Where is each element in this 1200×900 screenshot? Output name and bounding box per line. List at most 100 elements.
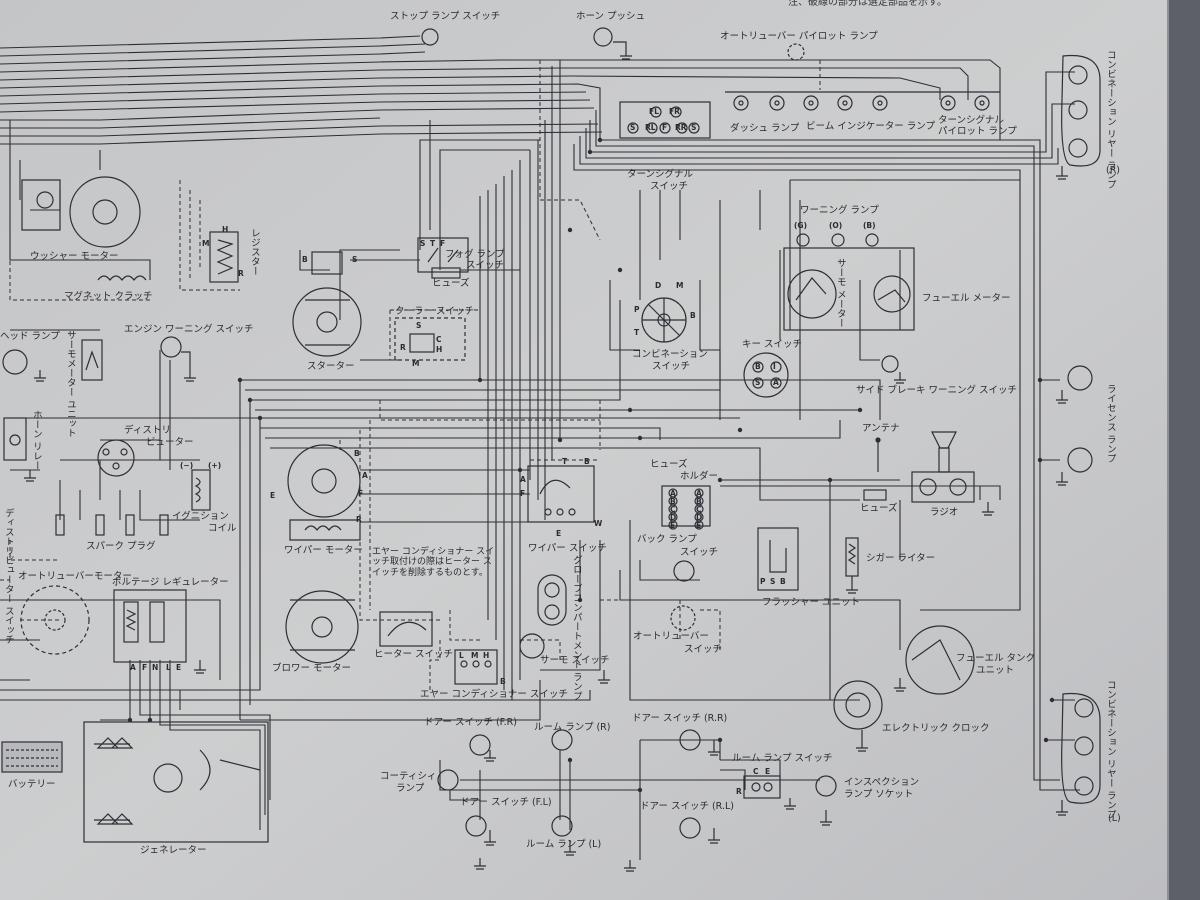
pin-ac-h: H (483, 651, 490, 660)
junction-dots (127, 137, 1055, 793)
pin-resistor-m: M (202, 239, 210, 248)
thermo-meter-unit-symbol (81, 339, 103, 381)
radio-symbol (911, 471, 975, 503)
label-wiper-motor: ワイパー モーター (284, 545, 363, 556)
horn-push-symbol (593, 27, 613, 47)
license-lamp-upper (1067, 365, 1093, 391)
pin-wiper-sw-b: B (584, 457, 590, 466)
thermo-switch-symbol (519, 633, 545, 659)
label-thermo-meter-unit: サーモメーター ユニット (64, 330, 76, 438)
pin-combination-p: P (634, 305, 640, 314)
inspection-socket-symbol (815, 775, 837, 797)
label-cooler-switch: クーラー スイッチ (395, 306, 475, 317)
battery-symbol (1, 741, 63, 773)
label-thermo-switch: サーモ スイッチ (540, 655, 610, 666)
pin-wiper-sw-e: E (556, 529, 562, 538)
distributor-symbol (97, 439, 135, 477)
optional-dashed-lines (0, 59, 821, 690)
pin-flasher-s: S (770, 577, 776, 586)
label-distributor-1: ディストリ (124, 425, 171, 436)
label-head-lamp: ヘッド ランプ (0, 331, 60, 342)
label-distributor-2: ビューター (146, 437, 194, 448)
label-spark-plug: スパーク プラグ (86, 541, 156, 552)
pin-reg-n: N (152, 663, 159, 672)
label-ignition-coil-2: コイル (208, 523, 237, 534)
label-fog-lamp-switch-2: スイッチ (466, 260, 505, 271)
pin-ac-b: B (500, 677, 506, 686)
pin-cooler-m: M (412, 359, 420, 368)
pin-ts-s2: S (691, 123, 697, 132)
generator-box (83, 721, 269, 843)
label-auto-louver-pilot-lamp: オートリューバー パイロット ランプ (720, 31, 878, 42)
pin-wmotor-b: B (354, 449, 360, 458)
pin-resistor-r: R (238, 269, 244, 278)
label-distributor-switch: ディストリビューター スイッチ (2, 508, 14, 645)
label-combination-rear-lamp-l-1: コンビネーション リヤー ランプ (1104, 680, 1116, 820)
label-door-switch-fr: ドアー スイッチ (F.R) (424, 717, 517, 728)
side-brake-switch-symbol (881, 355, 899, 373)
label-dash-lamp: ダッシュ ランプ (730, 123, 800, 134)
pin-flasher-p: P (760, 577, 766, 586)
pin-room-e: E (765, 767, 771, 776)
label-fuse-holder-1: ヒューズ (650, 459, 688, 470)
pin-fuse-c2: C (696, 505, 702, 514)
pin-fuse-a2: A (696, 489, 702, 498)
label-room-lamp-switch: ルーム ランプ スイッチ (732, 753, 833, 764)
pin-ts-s1: S (630, 123, 636, 132)
label-auto-louver-switch-2: スイッチ (684, 644, 723, 655)
pin-cooler-c: C (436, 335, 442, 344)
label-engine-warning-switch: エンジン ワーニング スイッチ (124, 324, 254, 335)
pin-fuse-b2: B (696, 497, 702, 506)
washer-motor-symbol (69, 176, 141, 248)
label-generator: ジェネレーター (140, 845, 207, 856)
pin-wiper-sw-t: T (562, 457, 568, 466)
label-inspection-lamp-socket-2: ランプ ソケット (844, 789, 914, 800)
label-horn-push: ホーン プッシュ (576, 11, 646, 22)
label-fuel-meter: フューエル メーター (922, 293, 1011, 304)
label-fuse-2: ヒューズ (860, 503, 898, 514)
label-fuel-tank-unit-1: フューエル タンク (956, 653, 1036, 664)
label-auto-louver-motor: オートリューバーモーター (18, 571, 132, 582)
pin-warn-o: (O) (829, 221, 843, 230)
door-switch-fl-symbol (465, 815, 487, 837)
label-radio: ラジオ (930, 507, 959, 518)
courtesy-lamp-symbol (437, 769, 459, 791)
pin-fog-s: S (420, 239, 426, 248)
label-combination-rear-lamp-r-1: コンビネーション リヤー ランプ (1104, 50, 1116, 190)
pin-fuse-b1: B (670, 497, 676, 506)
label-warning-lamp: ワーニング ランプ (800, 205, 879, 216)
pin-warn-b: (B) (863, 221, 876, 230)
ac-switch-box (454, 649, 498, 685)
label-air-conditioner-switch: エヤー コンディショナー スイッチ (420, 689, 568, 700)
label-glove-compartment-lamp: グローブコンパートメント ランプ (570, 555, 582, 701)
page-edge-shadow (1168, 0, 1200, 900)
pin-combination-b: B (690, 311, 696, 320)
label-washer-motor: ウッシャー モーター (30, 251, 119, 262)
resistor-symbol (209, 231, 239, 283)
pin-resistor-h: H (222, 225, 229, 234)
label-starter: スターター (307, 361, 355, 372)
pin-fuse-e1: E (670, 521, 676, 530)
paper-background (0, 0, 1168, 900)
pin-coil-plus: (+) (208, 461, 222, 470)
blower-motor-symbol (285, 590, 359, 664)
label-cigar-lighter: シガー ライター (866, 553, 936, 564)
label-room-lamp-r: ルーム ランプ (R) (534, 722, 611, 733)
label-battery: バッテリー (8, 779, 56, 790)
fuse-holder-box (661, 485, 711, 527)
pin-starter-s: S (352, 255, 358, 264)
ignition-coil-symbol (191, 469, 211, 511)
label-stop-lamp-switch: ストップ ランプ スイッチ (390, 11, 501, 22)
pin-fuse-c1: C (670, 505, 676, 514)
fuel-tank-unit-symbol (905, 625, 975, 695)
pin-wiper-sw-f: F (520, 489, 526, 498)
label-fuse-holder-2: ホルダー (680, 471, 719, 482)
pin-ts-fl: FL (649, 107, 659, 116)
pin-wmotor-r: R (356, 515, 362, 524)
label-ignition-coil-1: イグニション (172, 511, 229, 522)
pin-ts-rl: RL (645, 123, 656, 132)
pin-ts-rr: RR (675, 123, 687, 132)
pin-ac-l: L (459, 651, 464, 660)
flasher-unit-symbol (757, 527, 799, 591)
